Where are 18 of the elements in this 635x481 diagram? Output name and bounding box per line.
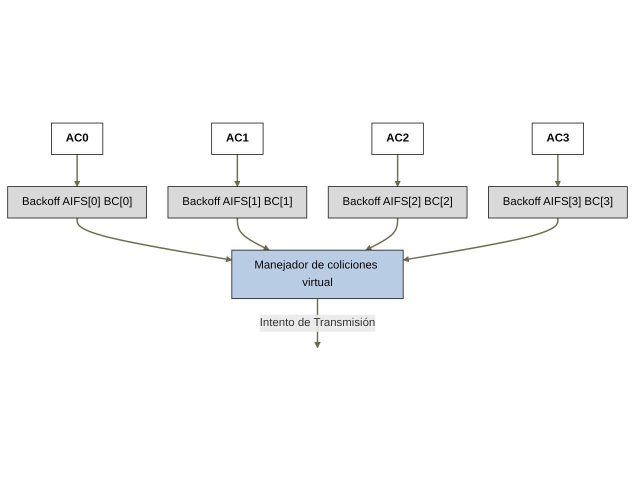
- node-box: AC3: [532, 122, 584, 155]
- arrow: [365, 218, 398, 250]
- arrow: [234, 154, 241, 187]
- node-box: Backoff AIFS[0] BC[0]: [7, 186, 147, 218]
- node-box: AC2: [372, 122, 424, 155]
- node-box: AC0: [51, 122, 104, 155]
- node-box: Backoff AIFS[3] BC[3]: [488, 186, 628, 218]
- arrow: [74, 154, 80, 187]
- arrow: [394, 154, 401, 187]
- arrow: [236, 218, 270, 250]
- edge-label: Intento de Transmisión: [260, 316, 376, 330]
- node-box: Backoff AIFS[1] BC[1]: [168, 186, 308, 218]
- arrow: [402, 218, 559, 262]
- arrow: [554, 154, 562, 187]
- node-box: Backoff AIFS[2] BC[2]: [328, 186, 468, 218]
- arrow: [76, 218, 232, 262]
- node-box: AC1: [211, 122, 264, 155]
- node-box: Manejador de coliciones virtual: [231, 250, 404, 300]
